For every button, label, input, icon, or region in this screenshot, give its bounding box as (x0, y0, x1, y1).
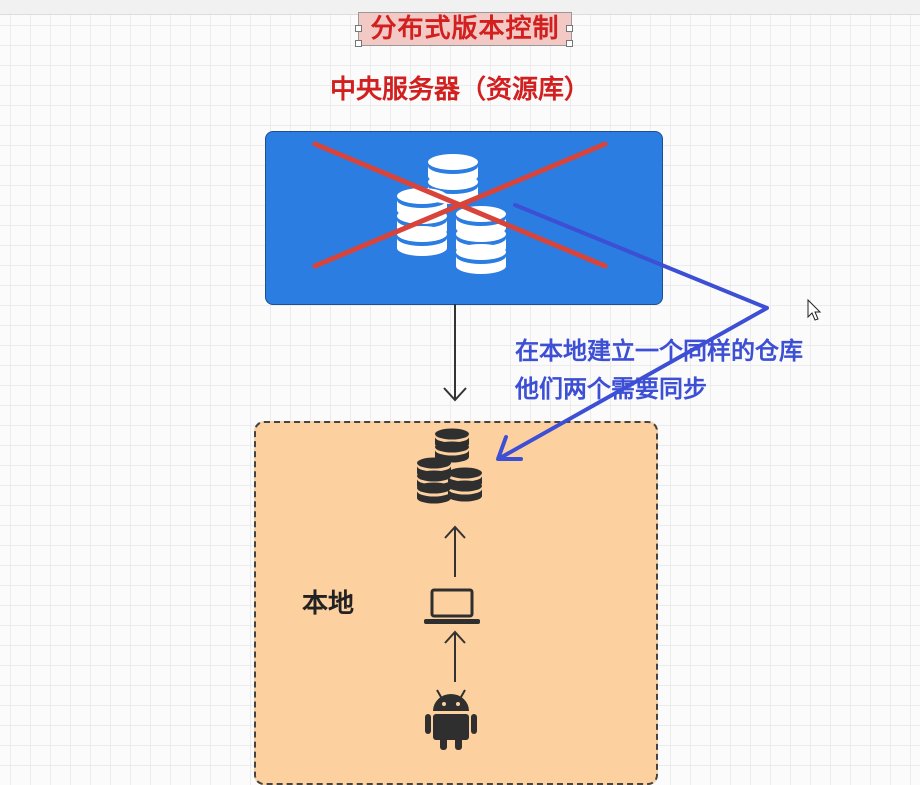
database-stack-icon (417, 428, 482, 504)
selection-handle[interactable] (566, 25, 573, 32)
diagram-graphics (312, 141, 822, 750)
local-label: 本地 (302, 589, 355, 619)
diagram-title[interactable]: 分布式版本控制 (358, 12, 572, 46)
sync-arrow-down (443, 304, 467, 402)
selection-handle[interactable] (355, 40, 362, 47)
cross-out-mark (312, 141, 608, 269)
arrow-up (444, 630, 466, 682)
laptop-icon (424, 588, 480, 624)
annotation-line-2: 他们两个需要同步 (515, 375, 707, 403)
database-stack-icon (397, 154, 506, 274)
cursor-icon (807, 298, 822, 321)
annotation-arrow (496, 203, 769, 461)
android-icon (425, 689, 477, 750)
selection-handle[interactable] (355, 25, 362, 32)
arrow-up (444, 525, 466, 577)
selection-handle[interactable] (566, 40, 573, 47)
annotation-line-1: 在本地建立一个同样的仓库 (515, 337, 803, 365)
server-label: 中央服务器（资源库） (330, 75, 591, 105)
